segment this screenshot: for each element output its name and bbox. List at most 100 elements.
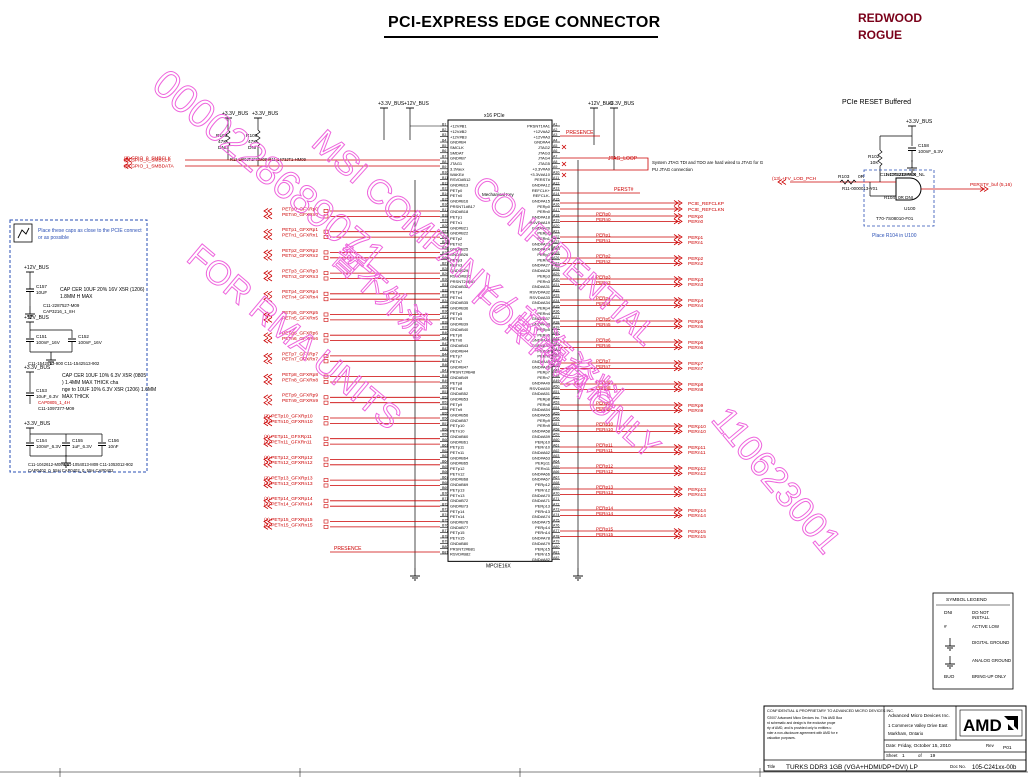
pin-name: PRSNT1#B17 [450,204,476,209]
cap-value: 10UF [36,290,47,295]
gpio-net-label: (6) GPIO_1_SMBDATA [124,164,174,170]
pin-number: A81 [553,550,559,554]
coupling-cap [323,297,329,302]
reset-title: PCIe RESET Buffered [842,99,911,106]
pin-name: PETp12 [450,466,465,471]
pin-name: GND#A82 [532,557,551,562]
cap-part: C11-1042612-M09 C11-1054013-M09 C11-1053… [28,462,134,467]
rx-net-label: PERp11 [688,445,706,451]
resistor-symbol [255,129,261,147]
coupling-cap [323,338,329,343]
legend-desc: INSTALL [972,615,990,620]
pin-number: A21 [553,229,559,233]
rx-net-label: PERn1 [688,240,704,246]
pin-name: PETn7 [450,359,463,364]
jtag-loop-wire [560,157,649,171]
pin-name: PERn13 [535,509,551,514]
pin-name: GND#A58 [532,429,551,434]
pin-name: PERn9 [537,423,550,428]
cap-part: C11-2287527-M09 [43,303,80,308]
coupling-cap [323,462,329,467]
pin-number: B48 [442,374,448,378]
rail-label: +12V_BUS [588,101,614,107]
pin-number: B59 [442,433,448,437]
rx-net-label: PERn10 [688,429,706,435]
pin-name: PERp12 [535,482,551,487]
pin-number: A28 [553,267,559,271]
pin-number: B68 [442,481,448,485]
tx-arrow [263,228,273,235]
pin-number: A5 [553,144,557,148]
pin-name: PETn5 [450,316,463,321]
pin-number: B44 [442,352,448,356]
pin-number: B12 [442,181,448,185]
pin-number: B42 [442,342,448,346]
pin-number: A22 [553,235,559,239]
pin-name: GND#B47 [450,364,469,369]
pin-number: A71 [553,497,559,501]
pin-name: PERp0 [537,204,550,209]
cap-value: 1uF_6.3V [72,444,93,449]
coupling-cap [323,250,329,255]
pin-name: GND#A54 [532,407,551,412]
pin-name: GND#B4 [450,140,467,145]
refclk-arrow [673,200,683,206]
tx-arrow [263,379,273,385]
tx-arrow [263,420,273,427]
tx-arrow [263,249,273,256]
rx-arrow [673,512,683,519]
rx-net-label: PERn4 [688,303,704,309]
pin-number: B3 [442,133,446,137]
rx-inner-label: PERp6 [596,337,611,342]
rx-net-label: PERp15 [688,529,706,535]
rx-inner-label: PERn5 [596,322,611,327]
cap-pkg: CAP0402_0_55H CAP0402_0_55H CAP0402 [28,468,114,473]
pin-name: PETp6 [450,332,463,337]
cap-part: C11-1542513-900 C11-1542513-902 [28,361,100,366]
pin-number: B28 [442,267,448,271]
pin-name: PERn12 [535,487,551,492]
pin-number: B27 [442,262,448,266]
connector-body [447,119,553,562]
rx-net-label: PERp9 [688,403,704,409]
pin-name: GND#A49 [532,380,551,385]
pin-name: REFCLK+ [532,188,551,193]
pin-name: GND#B57 [450,418,469,423]
coupling-cap [323,359,329,364]
pin-name: GND#B25 [450,247,469,252]
pin-number: B17 [442,208,448,212]
pin-number: B47 [442,369,448,373]
tx-net-label: PETp7_GFXRp7 [282,351,318,357]
pin-number: B9 [442,165,446,169]
rx-net-label: PERn2 [688,261,704,267]
caps-note: Place these caps as close to the PCIE co… [38,228,142,234]
pin-name: PERp5 [537,327,550,332]
rx-arrow [673,213,683,219]
pin-number: B4 [442,138,446,142]
pin-number: B74 [442,513,448,517]
rx-net-label: PERn15 [688,534,706,540]
rx-arrow [673,360,683,366]
pin-number: B43 [442,347,448,351]
pin-number: A30 [553,278,559,282]
gpio-arrow [123,163,133,169]
tx-net-label: PETn7_GFXRn7 [282,357,318,363]
pin-name: PERp13 [535,503,551,508]
pin-number: B39 [442,326,448,330]
rx-net-label: PERp6 [688,340,704,346]
gpio-net-label: (6) GPIO_0_SMBCLK [124,158,172,164]
reset-in-arrow [777,179,787,185]
tx-arrow [263,456,273,463]
legend-desc: ANALOG GROUND [972,658,1011,663]
pin-name: GND#A67 [532,477,551,482]
pin-number: A58 [553,427,559,431]
pin-name: JTAG2 [538,145,551,150]
tx-arrow [263,435,273,442]
pin-name: GND#B16 [450,199,469,204]
rx-arrow [673,255,683,261]
pin-name: PETn14 [450,514,465,519]
pin-number: A17 [553,208,559,212]
tx-arrow [263,234,273,240]
pin-name: GND#B36 [450,306,469,311]
decoupling-group-box [9,219,148,473]
